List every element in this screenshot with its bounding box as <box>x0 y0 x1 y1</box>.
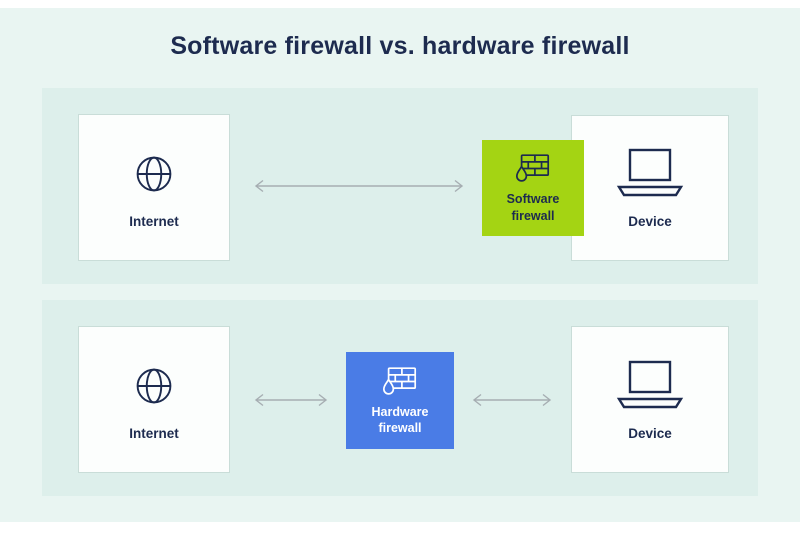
bidirectional-arrow <box>248 392 334 408</box>
device-node: Device <box>571 326 729 473</box>
globe-icon <box>127 359 181 413</box>
software-firewall-badge: Software firewall <box>482 140 584 236</box>
internet-node: Internet <box>78 114 230 261</box>
hardware-firewall-badge: Hardware firewall <box>346 352 454 449</box>
bidirectional-arrow <box>466 392 558 408</box>
laptop-icon <box>612 147 688 201</box>
software-firewall-label: Software firewall <box>506 192 560 223</box>
internet-label: Internet <box>129 425 179 441</box>
device-label: Device <box>628 425 672 441</box>
diagram-title: Software firewall vs. hardware firewall <box>170 32 630 60</box>
hardware-firewall-label: Hardware firewall <box>371 404 429 435</box>
bidirectional-arrow <box>248 178 470 194</box>
internet-node: Internet <box>78 326 230 473</box>
firewall-icon <box>381 365 419 398</box>
internet-label: Internet <box>129 213 179 229</box>
firewall-icon <box>514 152 552 185</box>
globe-icon <box>127 147 181 201</box>
device-label: Device <box>628 214 672 229</box>
device-node: Device <box>571 115 729 261</box>
laptop-icon <box>612 359 688 413</box>
